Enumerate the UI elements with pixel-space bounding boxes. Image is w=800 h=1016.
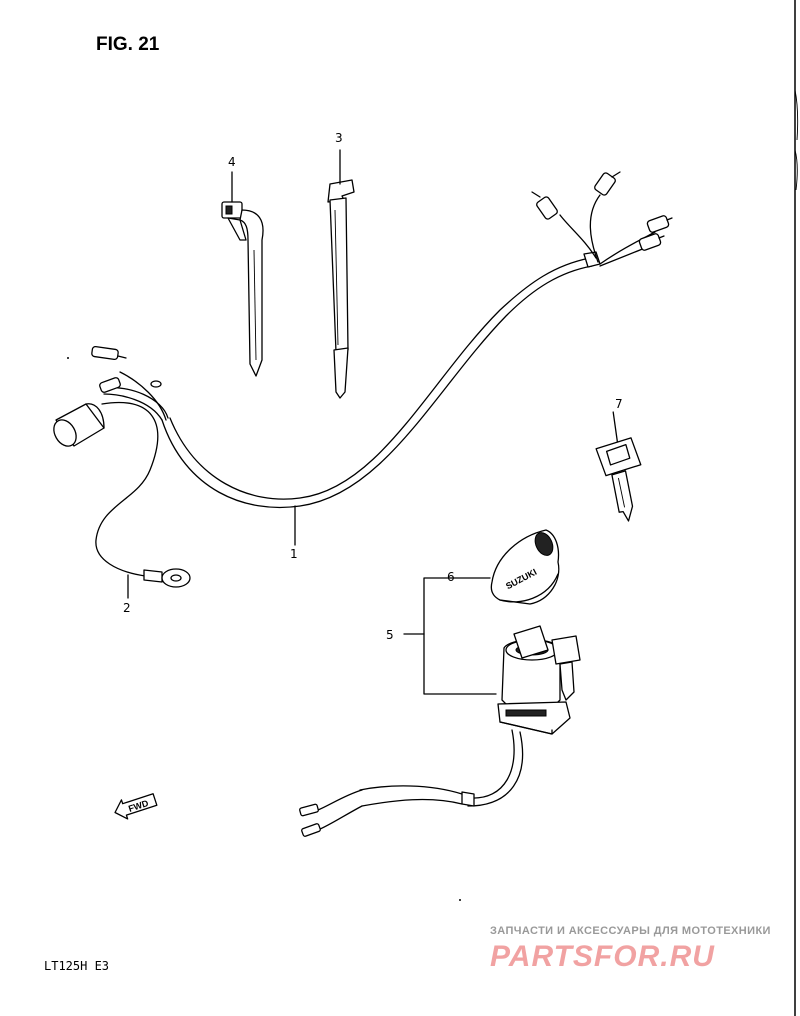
callout-1: 1 (290, 547, 298, 561)
callout-6: 6 (447, 570, 455, 584)
ignition-key (595, 411, 642, 522)
harness-connector-right-3 (646, 215, 673, 233)
harness-connector-left-1 (91, 345, 127, 361)
ignition-switch-assembly (299, 577, 581, 837)
harness-connector-right-4 (638, 233, 665, 251)
harness-connector-right-2 (594, 171, 621, 196)
ignition-cap: SUZUKI (490, 529, 560, 605)
watermark: ЗАПЧАСТИ И АКСЕССУАРЫ ДЛЯ МОТОТЕХНИКИ PA… (490, 925, 771, 973)
watermark-tagline: ЗАПЧАСТИ И АКСЕССУАРЫ ДЛЯ МОТОТЕХНИКИ (490, 925, 771, 937)
watermark-logo: PARTSFOR.RU (490, 940, 715, 973)
callout-3: 3 (335, 131, 343, 145)
clamp-band-buckle (221, 171, 264, 377)
page-edge-artifact (794, 0, 799, 1016)
harness-connector-right-1 (531, 191, 558, 220)
switch-connector-1 (299, 803, 319, 817)
harness-connector-left-2 (99, 377, 121, 393)
callout-4: 4 (228, 155, 236, 169)
model-code: LT125H E3 (44, 959, 109, 973)
arrow-left-icon (114, 793, 158, 820)
ground-lead (95, 401, 191, 599)
callout-5: 5 (386, 628, 394, 642)
callout-7: 7 (615, 397, 623, 411)
clamp-band-long (327, 149, 355, 399)
callout-5-bracket (423, 577, 497, 695)
callout-2: 2 (123, 601, 131, 615)
fwd-direction-indicator: FWD (114, 793, 158, 820)
wiring-harness (53, 171, 673, 546)
harness-coupler-cap (53, 403, 105, 447)
callout-7-leader (612, 411, 619, 443)
figure-title: FIG. 21 (96, 34, 160, 55)
switch-connector-2 (301, 823, 321, 837)
key-blade (611, 470, 634, 522)
